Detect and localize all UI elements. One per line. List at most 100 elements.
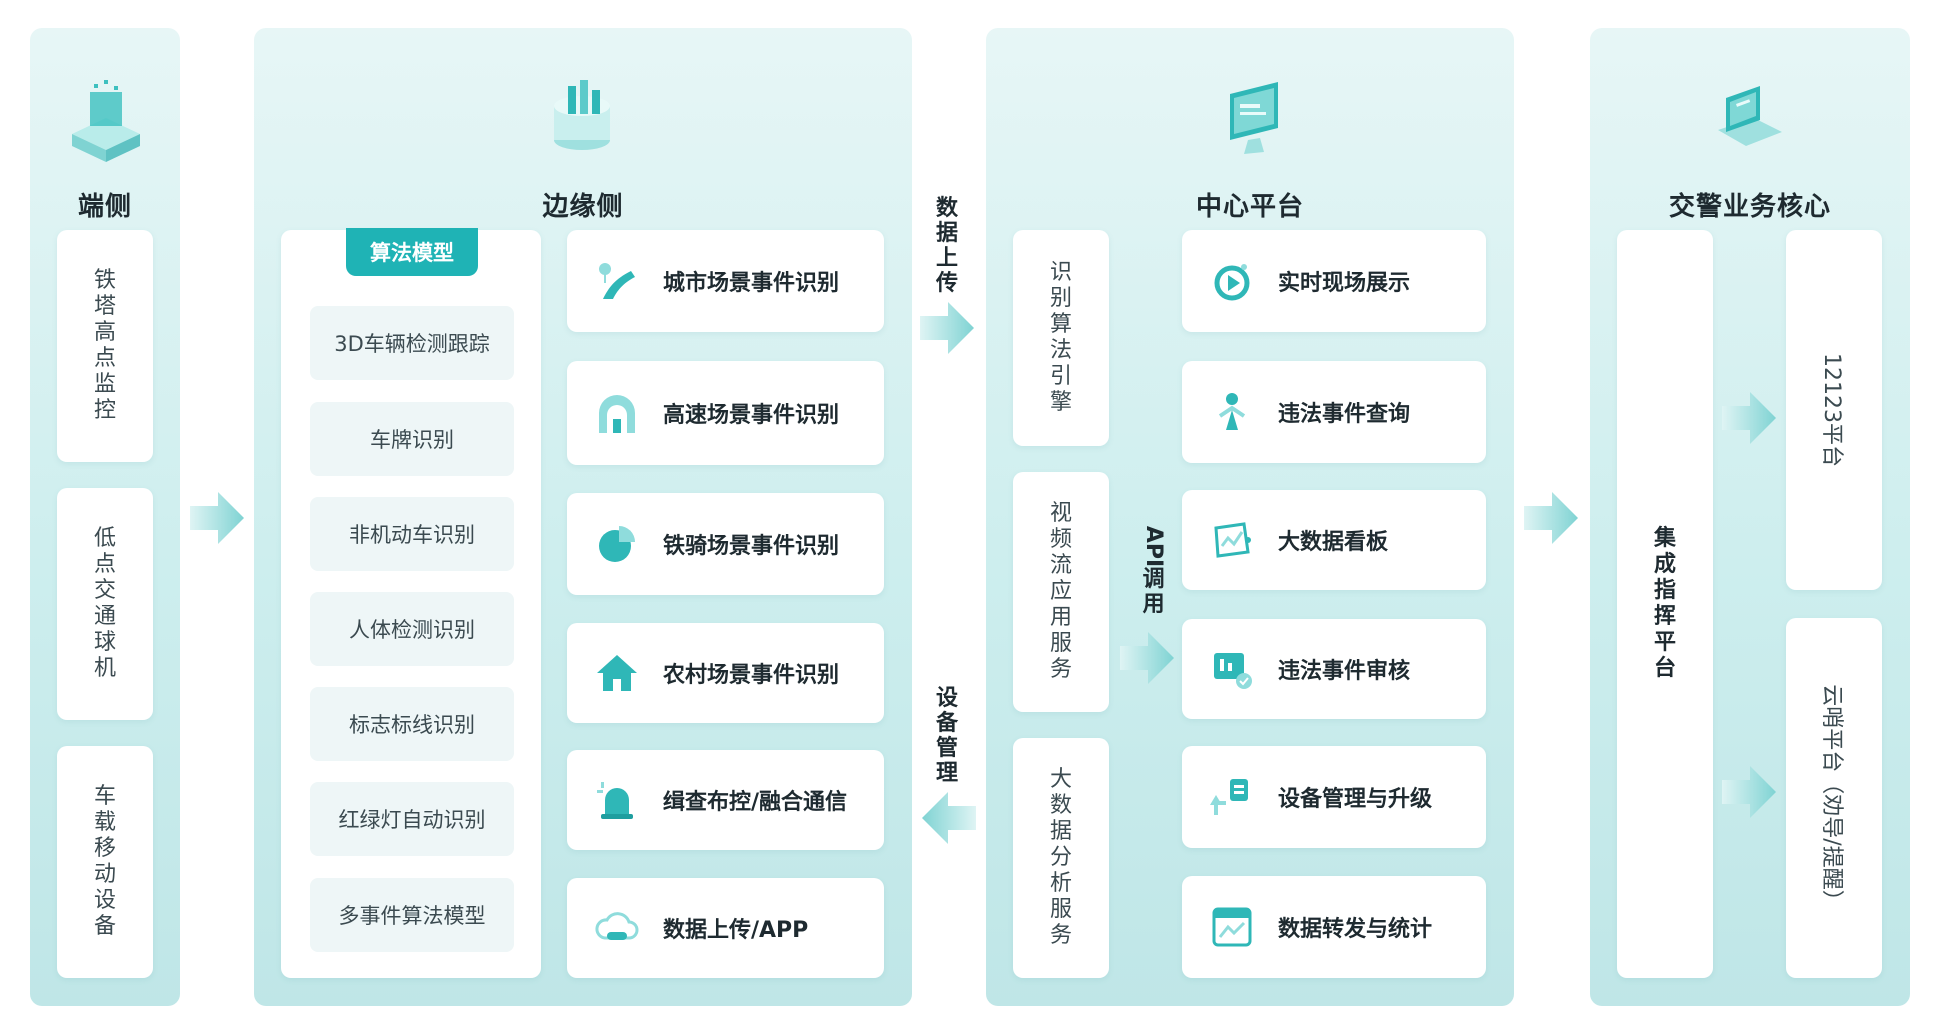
edge-feature-upload[interactable]: 数据上传/APP (567, 878, 884, 978)
algo-item[interactable]: 3D车辆检测跟踪 (310, 306, 514, 380)
edge-feature-highway[interactable]: 高速场景事件识别 (567, 361, 884, 465)
vertical-char: 移 (93, 836, 116, 861)
cloud-upload-icon (595, 912, 639, 940)
terminal-item-label: 车载移动设备 (57, 746, 153, 978)
vertical-char: 载 (93, 810, 116, 835)
arrow-right-icon (1120, 632, 1174, 684)
vertical-char: 数 (1049, 793, 1072, 818)
vertical-char: 平 (1653, 630, 1676, 655)
road-icon (599, 263, 635, 299)
edge-server-icon (554, 80, 610, 150)
arrow-right-icon (1722, 766, 1776, 818)
api-connector-label: API 调用 (1133, 525, 1174, 617)
live-icon (1214, 264, 1250, 301)
vertical-char: 应 (1049, 579, 1072, 604)
vertical-char: 低 (93, 526, 116, 551)
vertical-char: 备 (93, 914, 116, 939)
feature-label: 设备管理与升级 (1278, 787, 1433, 812)
api-label-latin: API (1141, 525, 1167, 568)
center-feature-query[interactable]: 违法事件查询 (1182, 361, 1486, 463)
algo-badge: 算法模型 (346, 228, 478, 276)
vertical-char: 别 (1049, 286, 1072, 311)
device-mgmt-connector-label: 设备管理 (936, 686, 958, 786)
terminal-item-2[interactable]: 低点交通球机 (57, 488, 153, 720)
vertical-char: 务 (1049, 923, 1072, 948)
house-icon (597, 655, 637, 691)
vertical-char: 引 (1049, 364, 1072, 389)
platform-yunshao-card[interactable]: 云哨平台（劝导/提醒） (1786, 618, 1882, 978)
arrow-right-icon (920, 302, 974, 354)
service-label: 识别算法引擎 (1013, 230, 1109, 446)
vertical-char: 交 (93, 578, 116, 603)
vertical-char: 通 (93, 604, 116, 629)
center-feature-dashboard[interactable]: 大数据看板 (1182, 490, 1486, 590)
platform-12123-card[interactable]: 12123平台 (1786, 230, 1882, 590)
arrow-right-icon (190, 492, 244, 544)
vertical-char: 频 (1049, 527, 1072, 552)
vertical-char: 控 (93, 398, 116, 423)
vertical-char: 动 (93, 862, 116, 887)
vertical-char: 指 (1653, 578, 1676, 603)
vertical-char: 台 (1653, 656, 1676, 681)
center-service-2[interactable]: 视频流应用服务 (1013, 472, 1109, 712)
terminal-item-1[interactable]: 铁塔高点监控 (57, 230, 153, 462)
vertical-char: 析 (1049, 871, 1072, 896)
vertical-char: 机 (93, 656, 116, 681)
center-service-3[interactable]: 大数据分析服务 (1013, 738, 1109, 978)
vertical-char: 点 (93, 552, 116, 577)
edge-feature-control[interactable]: 缉查布控/融合通信 (567, 750, 884, 850)
edge-feature-rural[interactable]: 农村场景事件识别 (567, 623, 884, 723)
vertical-char: 备 (936, 711, 959, 736)
center-feature-review[interactable]: 违法事件审核 (1182, 619, 1486, 719)
arrow-right-icon (1722, 392, 1776, 444)
vertical-char: 流 (1049, 553, 1072, 578)
api-label-cjk: 调用 (1143, 567, 1165, 617)
platform-label: 12123平台 (1819, 353, 1844, 467)
vertical-char: 算 (1049, 312, 1072, 337)
arrow-right-icon (1524, 492, 1578, 544)
center-service-1[interactable]: 识别算法引擎 (1013, 230, 1109, 446)
center-title: 中心平台 (1195, 192, 1304, 222)
vertical-char: 据 (936, 221, 959, 246)
algo-item[interactable]: 标志标线识别 (310, 687, 514, 761)
laptop-icon (1718, 86, 1782, 146)
edge-title: 边缘侧 (542, 192, 624, 222)
vertical-char: 球 (93, 630, 116, 655)
vertical-char: 挥 (1653, 604, 1676, 629)
vertical-char: 监 (93, 372, 116, 397)
algo-item[interactable]: 红绿灯自动识别 (310, 782, 514, 856)
vertical-char: 车 (93, 784, 116, 809)
service-label: 视频流应用服务 (1013, 472, 1109, 712)
command-platform-card[interactable]: 集成指挥平台 (1617, 230, 1713, 978)
vertical-char: 铁 (93, 268, 116, 293)
edge-feature-cavalry[interactable]: 铁骑场景事件识别 (567, 493, 884, 595)
algo-item[interactable]: 车牌识别 (310, 402, 514, 476)
feature-label: 违法事件审核 (1278, 659, 1411, 684)
vertical-char: 塔 (93, 294, 116, 319)
vertical-char: 理 (936, 761, 959, 786)
vertical-char: 视 (1049, 501, 1072, 526)
vertical-char: 点 (93, 346, 116, 371)
algo-item[interactable]: 非机动车识别 (310, 497, 514, 571)
vertical-char: 据 (1049, 819, 1072, 844)
center-feature-live[interactable]: 实时现场展示 (1182, 230, 1486, 332)
vertical-char: 用 (1142, 592, 1165, 617)
vertical-char: 擎 (1049, 390, 1072, 415)
terminal-item-3[interactable]: 车载移动设备 (57, 746, 153, 978)
edge-feature-city[interactable]: 城市场景事件识别 (567, 230, 884, 332)
center-feature-stats[interactable]: 数据转发与统计 (1182, 876, 1486, 978)
review-icon (1214, 653, 1252, 689)
tunnel-icon (599, 395, 635, 433)
center-feature-device[interactable]: 设备管理与升级 (1182, 746, 1486, 848)
algo-item[interactable]: 人体检测识别 (310, 592, 514, 666)
feature-label: 高速场景事件识别 (663, 403, 840, 428)
algo-item[interactable]: 多事件算法模型 (310, 878, 514, 952)
vertical-char: 设 (93, 888, 116, 913)
upload-connector-label: 数据上传 (936, 196, 958, 296)
terminal-item-label: 低点交通球机 (57, 488, 153, 720)
vertical-char: 服 (1049, 897, 1072, 922)
vertical-char: 管 (936, 736, 959, 761)
vertical-char: 上 (936, 246, 959, 271)
vertical-char: 成 (1653, 552, 1676, 577)
feature-label: 铁骑场景事件识别 (663, 534, 840, 559)
